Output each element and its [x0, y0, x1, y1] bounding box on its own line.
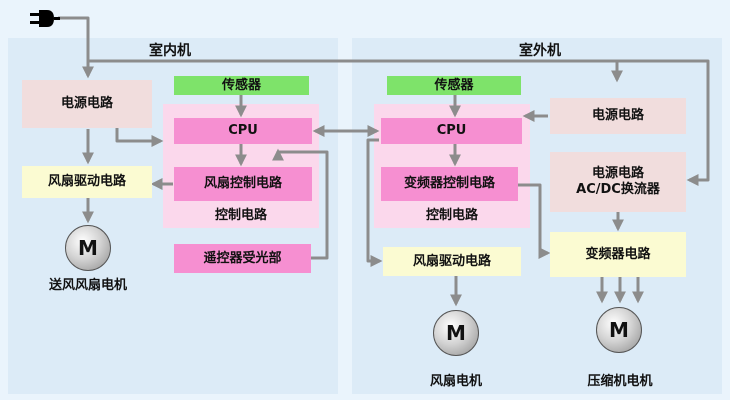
outdoor-fan-drive-circuit: 风扇驱动电路	[383, 247, 521, 276]
outdoor-power-circuit-label: 电源电路	[591, 108, 644, 123]
wire-indoor-power-to-cpu	[115, 128, 164, 147]
compressor-motor-icon: M	[596, 307, 642, 353]
wire-outdoor-cpu-to-fandrive	[366, 138, 383, 267]
outdoor-fan-motor-caption: 风扇电机	[429, 374, 482, 389]
outdoor-inverter-circuit-label: 变频器电路	[585, 246, 651, 262]
outdoor-acdc-converter-line2: AC/DC换流器	[576, 182, 660, 197]
indoor-sensor-label: 传感器	[221, 77, 261, 93]
blower-fan-motor-icon: M	[65, 225, 111, 271]
indoor-power-circuit-label: 电源电路	[60, 96, 113, 111]
wire-plug-main	[58, 16, 90, 56]
outdoor-fan-drive-circuit-label: 风扇驱动电路	[412, 253, 491, 269]
wire-main-bus	[88, 59, 710, 186]
outdoor-unit-title: 室外机	[519, 43, 561, 59]
blower-fan-motor-caption: 送风风扇电机	[48, 278, 127, 293]
indoor-fan-drive-circuit: 风扇驱动电路	[22, 166, 152, 198]
outdoor-inverter-control-circuit: 变频器控制电路	[381, 167, 518, 201]
indoor-cpu-label: CPU	[228, 123, 258, 138]
compressor-motor-letter: M	[609, 318, 629, 342]
indoor-fan-drive-circuit-label: 风扇驱动电路	[47, 174, 126, 189]
outdoor-sensor: 传感器	[387, 76, 521, 95]
indoor-control-circuit-label: 控制电路	[214, 208, 267, 223]
indoor-fan-control-circuit-label: 风扇控制电路	[203, 176, 282, 191]
outdoor-acdc-converter-line1: 电源电路	[591, 166, 644, 181]
outdoor-control-circuit-label: 控制电路	[425, 208, 478, 223]
wire-remote-to-cpu	[272, 148, 329, 260]
outdoor-fan-motor-icon: M	[433, 310, 479, 356]
indoor-fan-control-circuit: 风扇控制电路	[174, 167, 312, 201]
indoor-power-circuit: 电源电路	[22, 80, 152, 128]
outdoor-acdc-converter: 电源电路 AC/DC换流器	[550, 152, 686, 212]
indoor-sensor: 传感器	[174, 76, 309, 95]
indoor-cpu: CPU	[174, 118, 312, 144]
outdoor-inverter-circuit: 变频器电路	[550, 232, 686, 277]
power-plug-icon	[30, 10, 60, 27]
outdoor-sensor-label: 传感器	[434, 77, 474, 93]
outdoor-cpu: CPU	[381, 118, 522, 144]
outdoor-power-circuit: 电源电路	[550, 98, 686, 134]
wire-invctrl-to-inverter	[518, 183, 551, 259]
outdoor-inverter-control-circuit-label: 变频器控制电路	[403, 176, 495, 191]
blower-fan-motor-letter: M	[78, 236, 98, 260]
remote-receiver-label: 遥控器受光部	[203, 250, 282, 266]
outdoor-fan-motor-letter: M	[446, 321, 466, 345]
compressor-motor-caption: 压缩机电机	[587, 374, 653, 389]
indoor-unit-title: 室内机	[149, 43, 191, 59]
outdoor-cpu-label: CPU	[436, 123, 467, 138]
remote-receiver: 遥控器受光部	[174, 244, 311, 273]
